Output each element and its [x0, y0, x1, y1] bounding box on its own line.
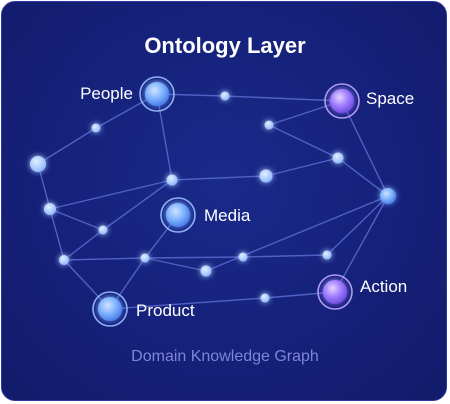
node-space [324, 83, 360, 119]
edge [49, 179, 173, 210]
node-label-product: Product [136, 301, 195, 320]
graph-node [238, 252, 248, 262]
graph-node [259, 169, 273, 183]
node-label-space: Space [366, 89, 414, 108]
graph-node [140, 253, 150, 263]
graph-node [220, 91, 230, 101]
edge [224, 95, 343, 102]
edge [265, 157, 339, 177]
edge [341, 100, 389, 197]
edge [109, 297, 266, 310]
graph-node [166, 174, 178, 186]
graph-node [44, 203, 56, 215]
edge [156, 93, 173, 181]
node-label-media: Media [204, 206, 251, 225]
graph-node [200, 265, 212, 277]
graph-node [260, 293, 270, 303]
edge [268, 124, 339, 159]
graph-node [332, 152, 344, 164]
caption: Domain Knowledge Graph [131, 348, 319, 365]
edge [102, 179, 173, 231]
graph-node [380, 188, 396, 204]
edge [337, 157, 389, 197]
edge [49, 208, 104, 231]
graph-node [59, 255, 69, 265]
node-label-people: People [80, 84, 133, 103]
graph-node [98, 225, 108, 235]
edge [144, 257, 207, 272]
edge [242, 254, 328, 258]
node-action [317, 274, 353, 310]
edge [268, 100, 343, 126]
node-product [92, 291, 128, 327]
edge [37, 127, 97, 165]
graph-node [264, 120, 274, 130]
page-title: Ontology Layer [144, 33, 306, 58]
graph-edges [37, 93, 389, 310]
edge [63, 229, 104, 261]
edge [205, 195, 389, 272]
edge [144, 256, 244, 259]
node-label-action: Action [360, 277, 407, 296]
graph-node [91, 123, 101, 133]
node-people [139, 76, 175, 112]
graph-node [30, 156, 46, 172]
graph-small-nodes [30, 91, 396, 303]
edge [171, 175, 267, 181]
edge [334, 195, 389, 293]
edge [63, 257, 146, 261]
edge [49, 208, 65, 261]
node-media [160, 197, 196, 233]
graph-node [322, 250, 332, 260]
edge [326, 195, 389, 256]
